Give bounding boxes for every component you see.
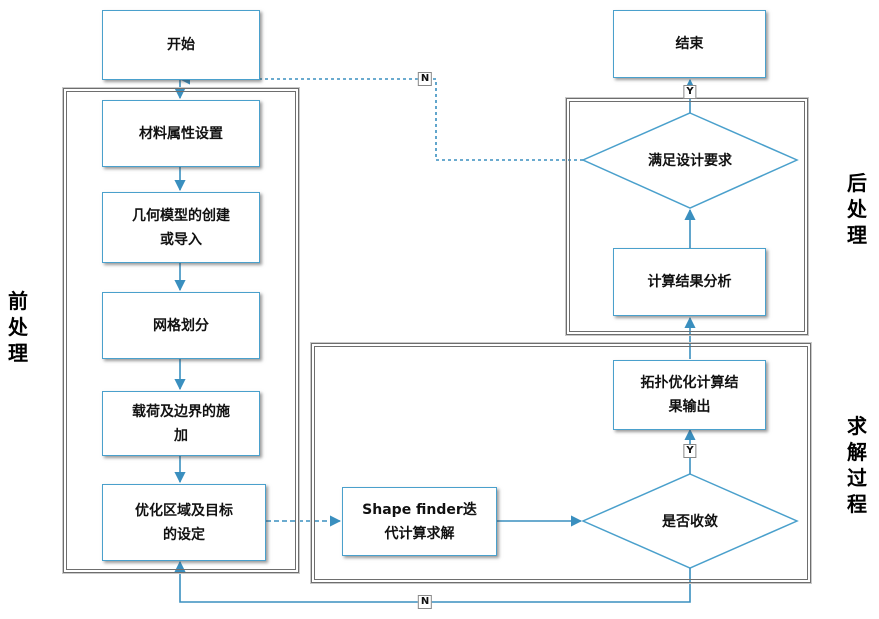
requirement-decision-label: 满足设计要求 [648,153,732,169]
node-topology-output: 拓扑优化计算结 果输出 [613,360,766,430]
node-loads-boundary: 载荷及边界的施 加 [102,391,260,456]
node-end: 结束 [613,10,766,78]
arrow-requirement-no-loop [178,73,583,161]
stage-label-postprocess: 后 处 理 [847,171,867,247]
converge-yes-label: Y [683,444,697,458]
node-geometry-model: 几何模型的创建 或导入 [102,192,260,263]
node-result-analysis: 计算结果分析 [613,248,766,316]
arrow-converge-no-loop [174,560,691,603]
postprocess-group [566,98,808,335]
requirement-diamond [581,112,799,209]
node-optimization-region: 优化区域及目标 的设定 [102,484,266,561]
requirement-yes-label: Y [683,85,697,99]
stage-label-preprocess: 前 处 理 [8,289,28,365]
node-start: 开始 [102,10,260,80]
node-material-properties: 材料属性设置 [102,100,260,167]
solve-group [311,343,811,583]
converge-decision-label: 是否收敛 [662,514,718,530]
preprocess-group [63,88,299,573]
node-shape-finder-solver: Shape finder迭 代计算求解 [342,487,497,556]
top-no-label: N [417,72,433,86]
node-mesh: 网格划分 [102,292,260,359]
stage-label-solve: 求 解 过 程 [847,414,867,516]
bottom-no-label: N [417,595,433,609]
